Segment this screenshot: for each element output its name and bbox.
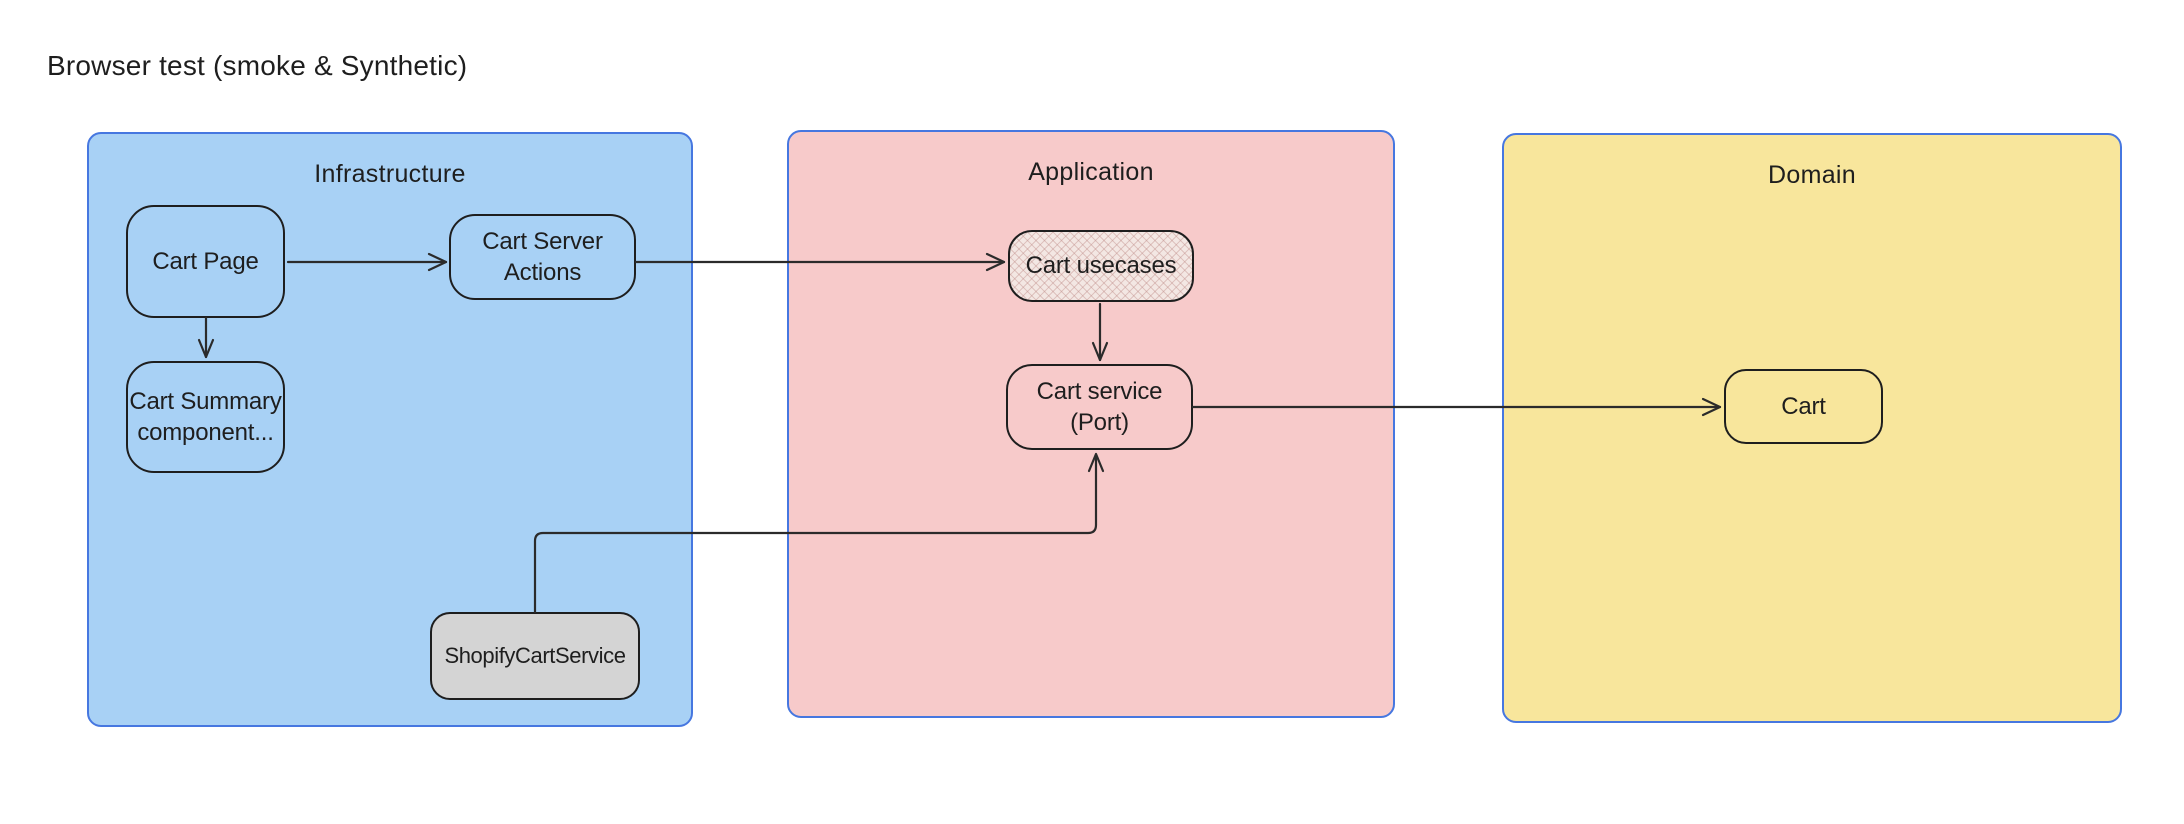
container-application[interactable]: Application (787, 130, 1395, 718)
arrow-cart-page-to-cart-summary[interactable] (197, 316, 215, 359)
container-application-label: Application (1028, 158, 1154, 186)
diagram-title[interactable]: Browser test (smoke & Synthetic) (47, 50, 468, 81)
node-cart[interactable]: Cart (1724, 369, 1883, 444)
node-shopify-cart-service[interactable]: ShopifyCartService (430, 612, 640, 700)
node-cart-usecases[interactable]: Cart usecases (1008, 230, 1194, 302)
arrow-cart-service-to-cart[interactable] (1191, 397, 1722, 417)
node-cart-page[interactable]: Cart Page (126, 205, 285, 318)
node-cart-service-port-label: Cart service (Port) (1036, 377, 1163, 436)
node-cart-server-actions-label: Cart Server Actions (482, 227, 603, 286)
container-infrastructure-label: Infrastructure (314, 160, 466, 188)
node-cart-service-port[interactable]: Cart service (Port) (1006, 364, 1193, 450)
node-cart-summary-component[interactable]: Cart Summary component... (126, 361, 285, 473)
arrow-cart-server-actions-to-cart-usecases[interactable] (634, 252, 1006, 272)
node-cart-label: Cart (1781, 392, 1826, 420)
node-cart-summary-component-label: Cart Summary component... (129, 387, 282, 446)
arrow-cart-page-to-cart-server-actions[interactable] (286, 252, 448, 272)
node-cart-server-actions[interactable]: Cart Server Actions (449, 214, 636, 300)
node-cart-usecases-label: Cart usecases (1025, 252, 1177, 280)
container-infrastructure[interactable]: Infrastructure (87, 132, 693, 727)
container-domain[interactable]: Domain (1502, 133, 2122, 723)
arrow-shopify-cart-service-to-cart-service[interactable] (533, 452, 1105, 614)
arrow-cart-usecases-to-cart-service[interactable] (1091, 302, 1109, 362)
node-cart-page-label: Cart Page (152, 247, 259, 275)
node-shopify-cart-service-label: ShopifyCartService (444, 642, 626, 668)
container-domain-label: Domain (1768, 161, 1856, 189)
